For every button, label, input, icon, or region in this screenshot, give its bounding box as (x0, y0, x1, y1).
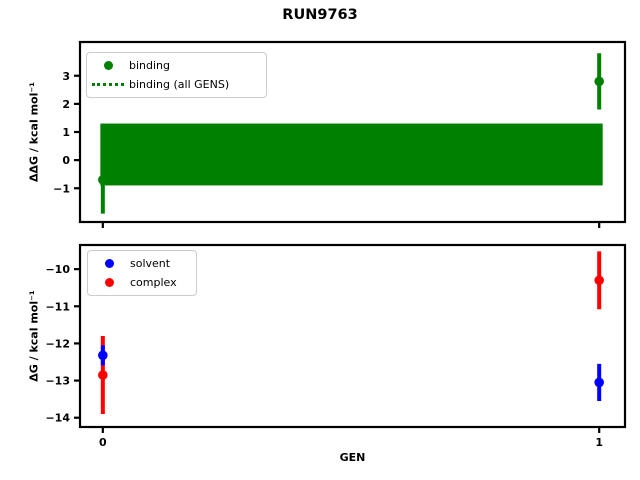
binding-dot-icon (103, 61, 113, 70)
y-tick-label: −1 (53, 182, 70, 195)
legend-marker-col (88, 278, 130, 287)
legend-marker-col (87, 61, 129, 70)
point-complex (98, 370, 108, 380)
band-binding-all-GENS- (100, 123, 603, 186)
point-solvent (98, 350, 108, 361)
complex-dot-icon (104, 278, 114, 287)
x-tick-label: 0 (99, 436, 107, 449)
point-binding (594, 76, 604, 87)
y-tick-label: −13 (45, 375, 70, 388)
point-complex (594, 275, 604, 286)
y-tick-label: 2 (62, 98, 70, 111)
x-axis-label: GEN (339, 451, 366, 464)
point-binding (98, 175, 108, 185)
legend-top: binding binding (all GENS) (86, 52, 267, 98)
y-tick-label: 0 (62, 154, 70, 167)
legend-item-complex: complex (88, 273, 188, 292)
y-tick-label: −11 (45, 300, 70, 313)
solvent-dot-icon (104, 259, 114, 268)
point-solvent (594, 377, 604, 388)
legend-label: binding (129, 59, 171, 72)
legend-item-binding-all-gens: binding (all GENS) (87, 75, 258, 94)
legend-label: complex (130, 276, 177, 289)
axes-frame (78, 243, 627, 429)
legend-bottom: solvent complex (87, 250, 197, 296)
legend-marker-col (88, 259, 130, 268)
y-axis-label-bottom: ΔG / kcal mol⁻¹ (27, 290, 41, 382)
legend-marker-col (87, 83, 129, 86)
legend-label: solvent (130, 257, 171, 270)
y-tick-label: 3 (62, 70, 70, 83)
legend-item-binding: binding (87, 56, 258, 75)
y-tick-label: −10 (45, 263, 70, 276)
chart-title: RUN9763 (282, 7, 358, 23)
y-tick-label: −14 (45, 412, 70, 425)
x-tick-label: 1 (595, 436, 603, 449)
dotted-line-icon (92, 83, 124, 86)
y-tick-label: −12 (45, 337, 70, 350)
y-axis-label-top: ΔΔG / kcal mol⁻¹ (27, 81, 41, 183)
legend-item-solvent: solvent (88, 254, 188, 273)
y-tick-label: 1 (62, 126, 70, 139)
legend-label: binding (all GENS) (129, 78, 230, 91)
